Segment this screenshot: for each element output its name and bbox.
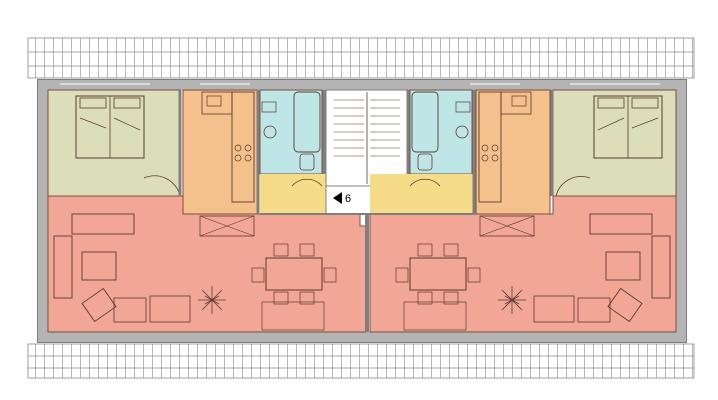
arrow-left-icon bbox=[333, 192, 342, 204]
roof-bottom bbox=[27, 343, 695, 379]
unit-number-left: 6 bbox=[345, 193, 351, 205]
kitchen-left bbox=[182, 89, 258, 215]
dining-table-left bbox=[265, 257, 323, 291]
right-end-wall bbox=[676, 80, 686, 342]
sink-left bbox=[263, 125, 277, 139]
plant-left bbox=[198, 286, 226, 314]
top-wall bbox=[38, 80, 686, 90]
bathroom-right bbox=[409, 89, 473, 175]
bottom-wall bbox=[38, 332, 686, 342]
bathroom-left bbox=[259, 89, 323, 175]
coffee-table-left bbox=[81, 251, 117, 281]
unit-right bbox=[369, 89, 677, 333]
bathtub-left bbox=[293, 91, 321, 153]
unit-left bbox=[47, 89, 367, 333]
kitchen-right bbox=[475, 89, 551, 215]
coffee-table-right bbox=[605, 251, 641, 281]
sink-right bbox=[455, 125, 469, 139]
hallway-right bbox=[370, 174, 474, 214]
stairwell: 6 7 bbox=[325, 89, 409, 215]
bathtub-right bbox=[411, 91, 439, 153]
dining-table-right bbox=[409, 257, 467, 291]
roof-top bbox=[27, 37, 695, 79]
sofa-right bbox=[651, 235, 671, 299]
kitchen-counter-right bbox=[478, 91, 502, 203]
sofa-left bbox=[53, 235, 73, 299]
toilet-right bbox=[417, 153, 433, 171]
armchair-right bbox=[607, 287, 643, 323]
plant-right bbox=[498, 286, 526, 314]
toilet-left bbox=[299, 153, 315, 171]
bedroom-right bbox=[552, 89, 677, 197]
armchair-left bbox=[81, 287, 117, 323]
kitchen-counter-left bbox=[231, 91, 255, 203]
left-end-wall bbox=[38, 80, 48, 342]
